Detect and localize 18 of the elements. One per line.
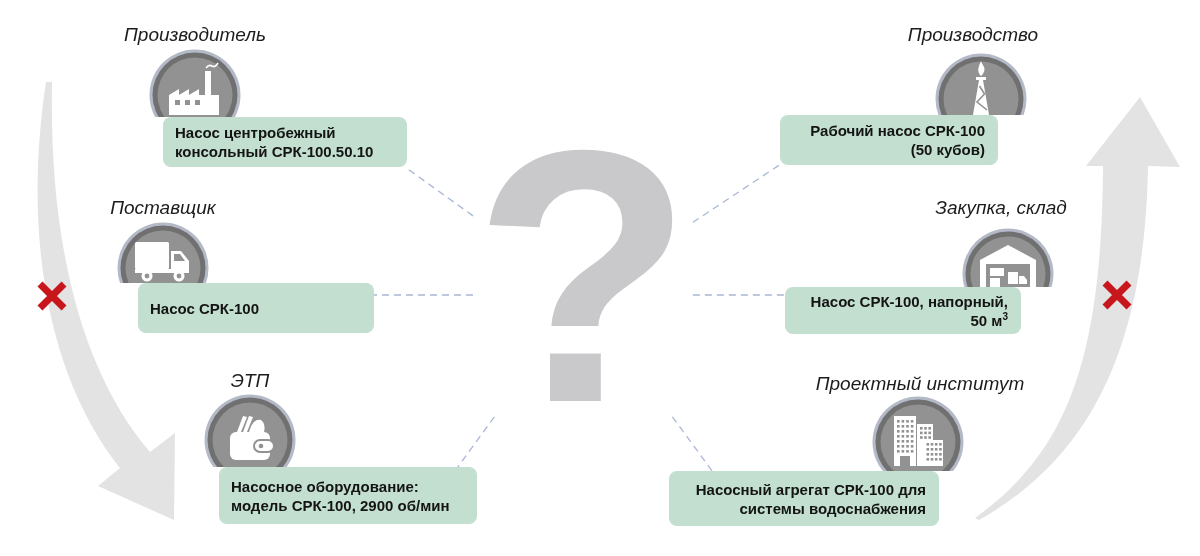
role-title: Производство — [907, 24, 1039, 46]
role-title: Закупка, склад — [935, 197, 1067, 219]
card-text: Рабочий насос СРК-100 (50 кубов) — [809, 121, 985, 159]
card-text: Насосный агрегат СРК-100 для системы водоснабжения — [694, 479, 926, 518]
dashed-line — [457, 416, 496, 468]
role-title: Проектный институт — [815, 373, 1025, 395]
card-text: Насос центробежный консольный СРК-100.50.10 — [175, 123, 375, 161]
question-mark: ? — [473, 136, 693, 417]
role-title: ЭТП — [230, 370, 270, 392]
dashed-line — [692, 163, 781, 223]
card-text: Насос СРК-100 — [150, 298, 259, 318]
dashed-line — [671, 416, 713, 472]
card-text: Насосное оборудование: модель СРК-100, 2900 об/мин — [231, 476, 451, 515]
card-text: Насос СРК-100, напорный, 50 м$^{3}$ — [809, 291, 1008, 330]
dashed-line — [373, 294, 474, 296]
role-title: Поставщик — [110, 197, 216, 219]
role-title: Производитель — [124, 24, 266, 46]
dashed-line — [692, 294, 786, 296]
